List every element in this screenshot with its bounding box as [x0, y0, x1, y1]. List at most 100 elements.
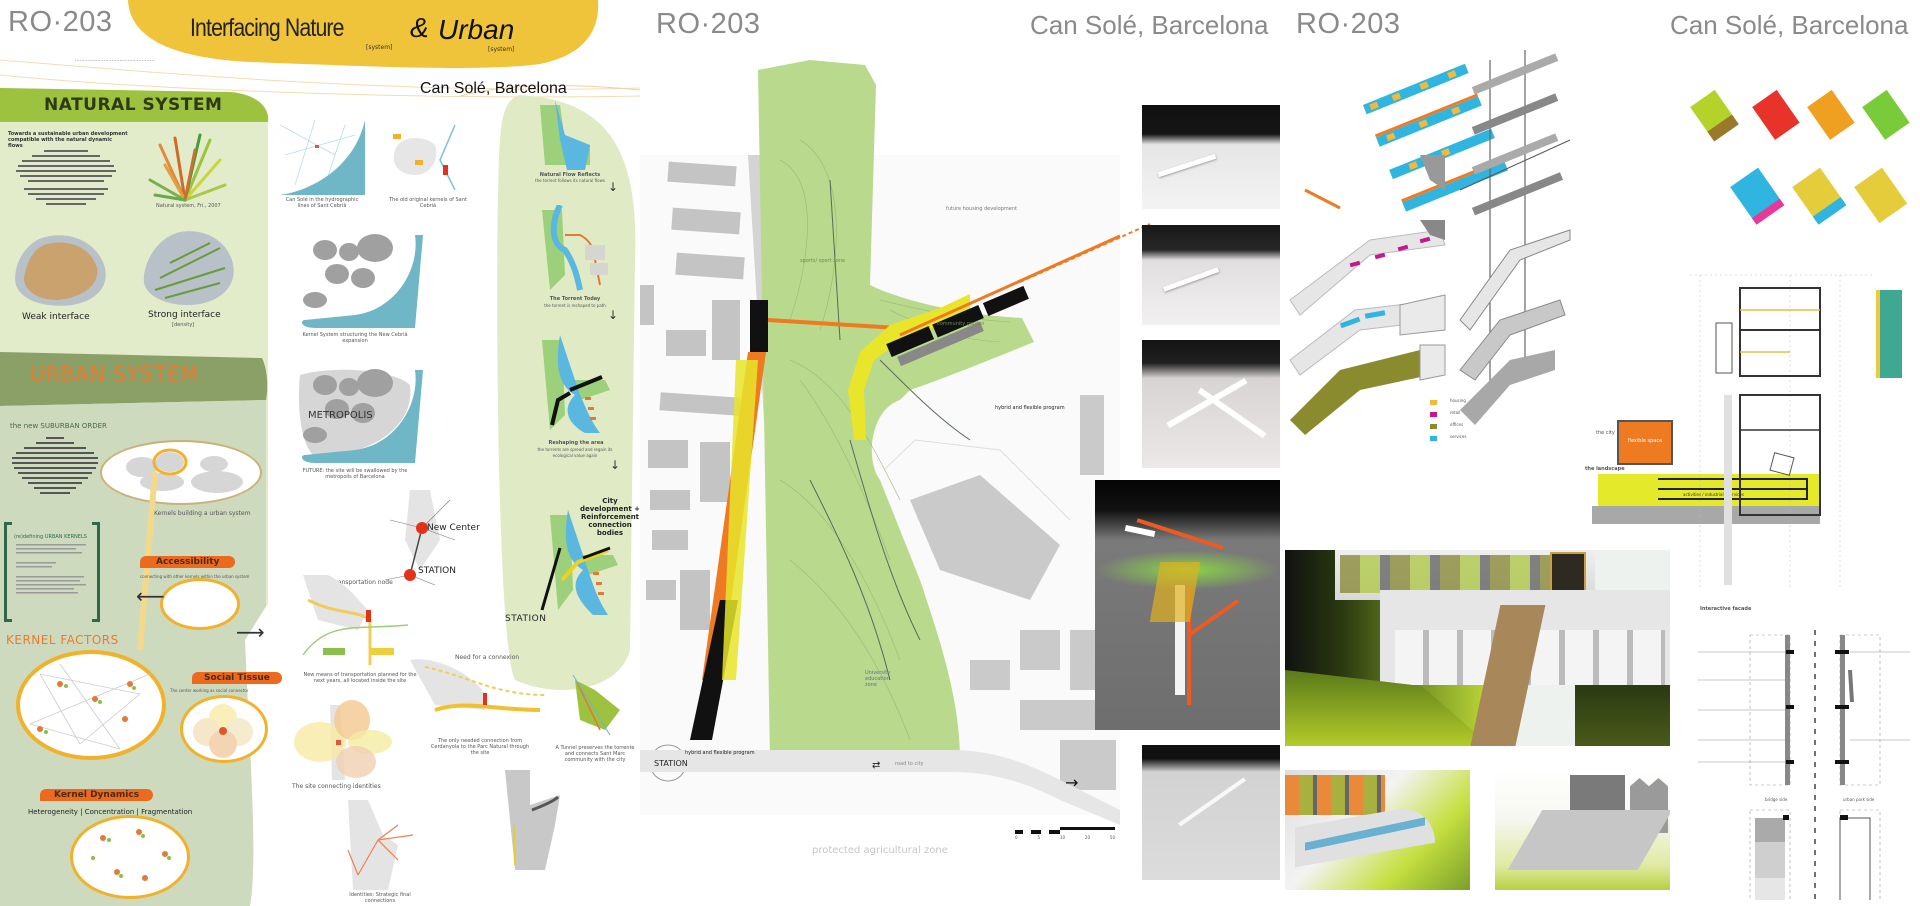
sports-zone-label: sports/ sport zone — [800, 258, 846, 264]
arrow-right-icon: ⟶ — [236, 620, 265, 644]
urban-kernels-bracket: (re)defining URBAN KERNELS — [4, 522, 100, 622]
render-terrace — [1285, 770, 1470, 890]
kernel-dynamics-blob — [70, 815, 190, 899]
north-arrow-icon: → — [1065, 773, 1079, 792]
poster-panel-architecture: RO·203 Can Solé, Barcelona — [1280, 0, 1920, 906]
natural-system-text-block — [14, 148, 118, 218]
step2-title: The Torrent Today — [549, 296, 601, 302]
subscript-urban: [system] — [488, 46, 515, 53]
legend-item-housing: housing — [1450, 398, 1466, 403]
sequence-step4-map — [540, 510, 618, 615]
render-plaza — [1495, 770, 1670, 890]
subscript-nature: [system] — [366, 44, 393, 51]
connexion-caption: The only needed connection from Cerdanyo… — [430, 738, 530, 756]
natural-system-intro: Towards a sustainable urban development … — [8, 131, 128, 149]
accessibility-blob — [160, 578, 240, 630]
model-photo-1 — [1142, 105, 1280, 209]
intro-note: ········································… — [75, 58, 155, 64]
panel1-location: Can Solé, Barcelona — [420, 80, 567, 97]
panel2-location: Can Solé, Barcelona — [1030, 10, 1269, 40]
exploded-axonometric — [1289, 50, 1571, 441]
project-code: RO·203 — [1296, 8, 1401, 40]
render-main — [1285, 550, 1670, 746]
university-zone-label: University education zone — [865, 670, 891, 688]
kernel-network-blob — [16, 650, 166, 760]
metropolis-caption: FUTURE: the site will be swallowed by th… — [302, 468, 408, 480]
suburban-order-subheading: the new SUBURBAN ORDER — [10, 422, 107, 430]
step3-sub: the torrents are spread and regain its e… — [537, 447, 613, 458]
natural-system-heading: NATURAL SYSTEM — [44, 95, 223, 115]
identities-diagram — [294, 700, 392, 780]
facade-detail-drawing — [1698, 630, 1910, 900]
arrow-left-icon: ⟵ — [136, 584, 165, 608]
section-ground — [1592, 506, 1820, 524]
step4-station-label: STATION — [505, 614, 547, 624]
station-label: STATION — [654, 759, 688, 768]
step3-title: Reshaping the area — [548, 440, 604, 446]
weak-interface-map — [15, 235, 106, 306]
natural-image-caption: Natural system, Fri., 2007 — [156, 203, 221, 209]
poster-title: Interfacing Nature — [190, 14, 371, 43]
kernel-dynamics-sign: Kernel Dynamics — [40, 789, 154, 801]
poster-panel-concept: RO·203 Interfacing Nature & Urban [syste… — [0, 0, 640, 906]
routes-diagram — [347, 800, 414, 890]
scale-bar-ticks: 0 5 10 20 50 — [1015, 835, 1115, 840]
kernels-caption: Kernels building a urban system — [154, 510, 251, 517]
transport-title: New transportation node — [318, 579, 393, 586]
transportation-map — [302, 575, 409, 665]
project-code: RO·203 — [8, 6, 113, 38]
metropolis-label: METROPOLIS — [308, 410, 373, 421]
city-label: the city — [1596, 430, 1615, 436]
accessibility-sub: connecting with other kernels within the… — [140, 574, 250, 579]
step1-sub: the torrent follows its natural flows — [535, 178, 605, 183]
road-label: road to city — [895, 761, 924, 767]
natural-system-sketch — [148, 133, 227, 202]
title-part-urban: Urban — [438, 14, 515, 45]
transport-caption: New means of transportation planned for … — [303, 672, 417, 684]
panel3-location: Can Solé, Barcelona — [1670, 10, 1909, 40]
routes-caption: Identities: Strategic final connections — [349, 892, 411, 904]
identities-caption: The site connecting identities — [292, 783, 381, 790]
two-way-arrow-icon: ⇄ — [872, 760, 881, 771]
model-photo-render — [1095, 480, 1280, 730]
urban-text-block — [10, 437, 100, 507]
sequence-step2-map — [542, 205, 608, 291]
legend-item-services: services — [1450, 434, 1467, 439]
fragmentation-diagram — [505, 770, 560, 870]
protected-zone-label: protected agricultural zone — [812, 845, 948, 856]
strong-interface-label: Strong interface — [148, 310, 221, 320]
sequence-arrow-icon: ↓ — [608, 308, 619, 322]
strong-interface-map — [143, 231, 234, 306]
metropolis-map — [298, 369, 423, 463]
tunnel-diagram — [572, 674, 620, 736]
old-kernels-caption: The old original kernels of Sant Cebrià — [389, 197, 467, 209]
model-photo-5 — [1142, 745, 1280, 880]
legend-item-retail: retail — [1450, 410, 1461, 415]
step4-title: City development + Reinforcement connect… — [580, 497, 640, 537]
sequence-step1-map — [540, 100, 590, 170]
facade-detail-title: Interactive facade — [1700, 606, 1752, 612]
kernels-diagram — [100, 440, 262, 505]
title-ampersand: & — [410, 12, 429, 43]
community-garden-label: community garden — [937, 321, 985, 327]
unit-typologies — [1690, 89, 1910, 225]
station-program-label: hybrid and flexible program — [685, 750, 755, 756]
legend-item-offices: offices — [1450, 422, 1464, 427]
hydrographic-map — [279, 119, 365, 195]
accessibility-sign: Accessibility — [140, 556, 236, 568]
social-tissue-blob — [180, 695, 268, 763]
landscape-section: activities / industrial / services — [1598, 474, 1820, 506]
step1-title: Natural Flow Reflects — [539, 172, 601, 178]
social-tissue-sub: The center working as social connector — [170, 688, 249, 693]
master-plan — [640, 60, 1151, 834]
title-part-nature: Interfacing Nature — [190, 14, 344, 42]
tunnel-caption: A Tunnel preserves the torrente and conn… — [555, 745, 635, 763]
strong-interface-sub: [density] — [172, 322, 195, 328]
park-side-label: urban park side — [1843, 797, 1875, 802]
new-center-diagram — [384, 490, 456, 586]
kernel-dynamics-sub: Heterogeneity | Concentration | Fragment… — [28, 808, 193, 816]
connexion-map — [410, 659, 546, 712]
sequence-arrow-icon: ↓ — [610, 458, 621, 472]
model-photo-2 — [1142, 225, 1280, 325]
building-section-drawing — [1690, 274, 1902, 590]
